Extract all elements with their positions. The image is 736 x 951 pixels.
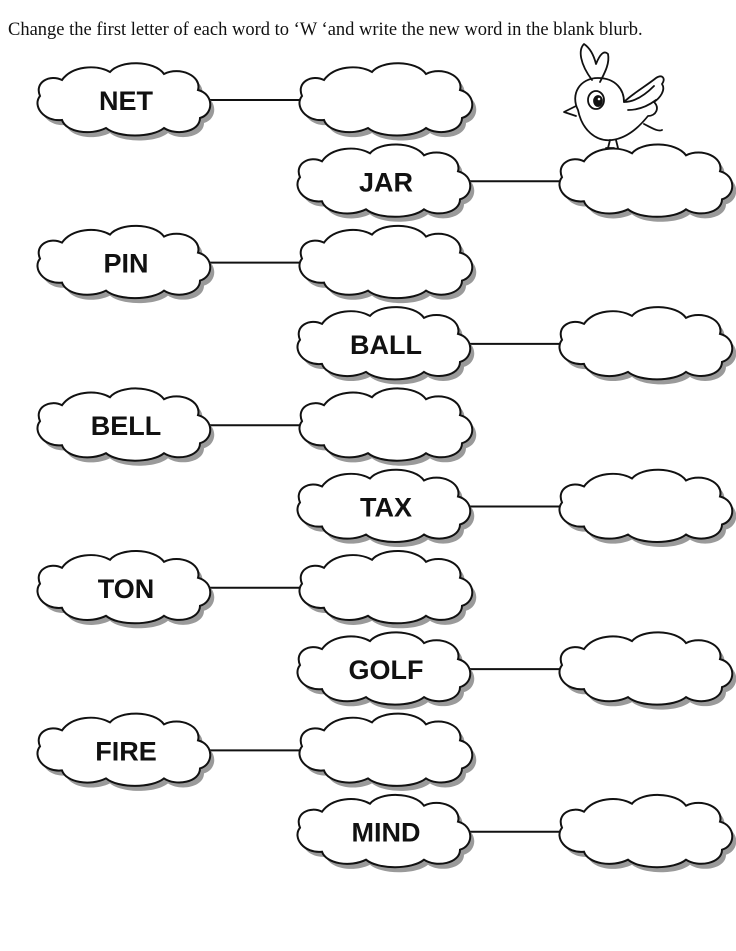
answer-bubble[interactable] — [558, 631, 736, 710]
answer-bubble[interactable] — [558, 306, 736, 385]
word-bubble: TAX — [296, 468, 475, 547]
worksheet-row: TON — [36, 550, 477, 629]
word-bubble: PIN — [36, 224, 215, 304]
worksheet-row: BALL — [296, 306, 736, 385]
word-label: BELL — [91, 411, 162, 441]
worksheet-row: PIN — [36, 224, 477, 304]
word-label: GOLF — [349, 655, 424, 685]
word-label: TAX — [360, 493, 412, 523]
word-bubble: TON — [36, 550, 215, 629]
word-bubble: BALL — [296, 306, 475, 385]
answer-bubble[interactable] — [558, 793, 736, 873]
word-label: NET — [99, 86, 154, 116]
worksheet-row: FIRE — [36, 712, 477, 791]
worksheet-row: JAR — [296, 143, 736, 222]
worksheet-instruction: Change the first letter of each word to … — [8, 20, 643, 40]
worksheet-row: TAX — [296, 468, 736, 547]
worksheet-row: NET — [36, 62, 477, 141]
answer-bubble[interactable] — [298, 62, 477, 141]
word-bubble: JAR — [296, 143, 475, 222]
worksheet-row: BELL — [36, 387, 477, 466]
word-bubble: GOLF — [296, 631, 475, 710]
word-label: MIND — [352, 818, 421, 848]
word-label: PIN — [103, 249, 148, 279]
worksheet-row: GOLF — [296, 631, 736, 710]
worksheet-row: MIND — [296, 793, 736, 873]
answer-bubble[interactable] — [298, 550, 477, 629]
answer-bubble[interactable] — [298, 712, 477, 791]
word-label: JAR — [359, 167, 413, 197]
answer-bubble[interactable] — [558, 468, 736, 547]
word-label: FIRE — [95, 736, 157, 766]
word-label: TON — [98, 574, 155, 604]
answer-bubble[interactable] — [558, 143, 736, 222]
answer-bubble[interactable] — [298, 387, 477, 466]
word-label: BALL — [350, 330, 422, 360]
answer-bubble[interactable] — [298, 224, 477, 304]
word-bubble: FIRE — [36, 712, 215, 791]
word-bubble: NET — [36, 62, 215, 141]
word-bubble: BELL — [36, 387, 215, 466]
bird-icon — [563, 43, 665, 149]
word-bubble: MIND — [296, 793, 475, 873]
